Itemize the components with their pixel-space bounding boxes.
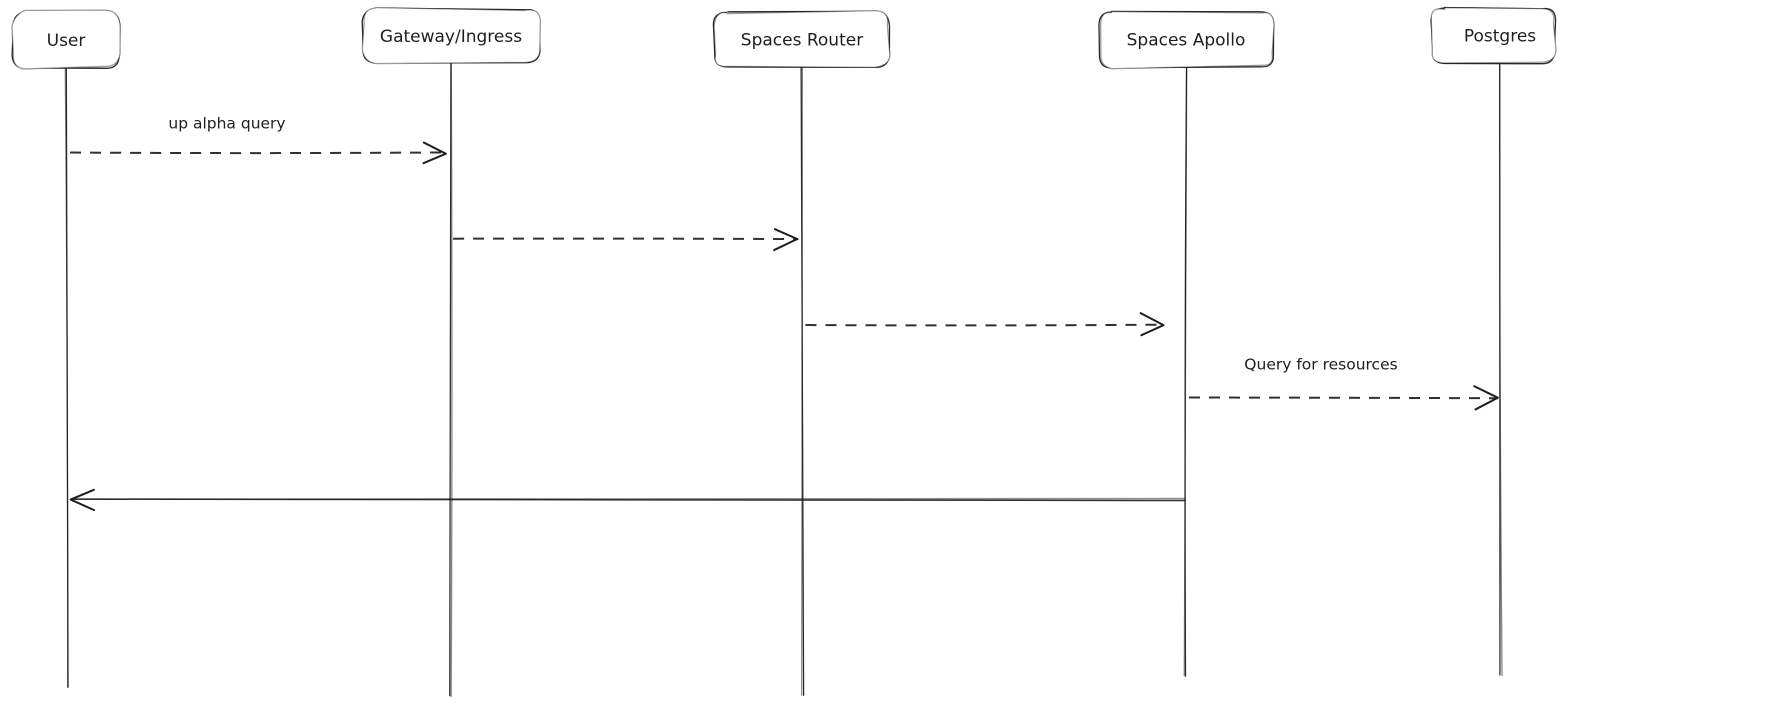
- lifeline-gateway: [449, 61, 453, 698]
- lifelines-layer: [64, 61, 1503, 698]
- participant-spaces-apollo[interactable]: Spaces Apollo: [1098, 10, 1275, 70]
- message-msg-2: [453, 228, 799, 252]
- lifeline-spaces-router: [800, 65, 805, 696]
- participant-label: Spaces Apollo: [1127, 31, 1246, 51]
- arrow-head-icon: [422, 141, 447, 165]
- participants-layer: User Gateway/Ingress Spaces Router Spaces A…: [11, 6, 1557, 70]
- participant-box-outline: [361, 7, 542, 65]
- arrow-head-icon: [1473, 385, 1499, 411]
- arrow-head-icon: [69, 488, 96, 512]
- message-msg-4: Query for resources: [1188, 356, 1499, 411]
- participant-user[interactable]: User: [11, 9, 121, 70]
- message-msg-3: [805, 312, 1165, 337]
- arrow-head-icon: [773, 228, 799, 252]
- participant-box-outline: [1100, 10, 1275, 70]
- message-msg-1: up alpha query: [70, 115, 447, 165]
- lifeline-spaces-apollo: [1183, 66, 1188, 677]
- lifeline-user: [64, 66, 69, 688]
- participant-spaces-router[interactable]: Spaces Router: [712, 9, 891, 69]
- participant-box-outline: [1430, 7, 1557, 64]
- participant-gateway[interactable]: Gateway/Ingress: [361, 7, 542, 65]
- participant-box-outline: [11, 9, 121, 70]
- participant-label: User: [47, 31, 86, 51]
- participant-label: Gateway/Ingress: [380, 27, 522, 47]
- participant-label: Postgres: [1464, 27, 1536, 47]
- arrow-head-icon: [1139, 312, 1165, 337]
- message-msg-5: [69, 488, 1186, 512]
- lifeline-postgres: [1498, 63, 1503, 676]
- message-label: Query for resources: [1244, 356, 1397, 374]
- participant-postgres[interactable]: Postgres: [1430, 6, 1557, 65]
- message-label: up alpha query: [168, 115, 285, 133]
- participant-box-outline: [713, 9, 891, 69]
- participant-label: Spaces Router: [741, 31, 863, 51]
